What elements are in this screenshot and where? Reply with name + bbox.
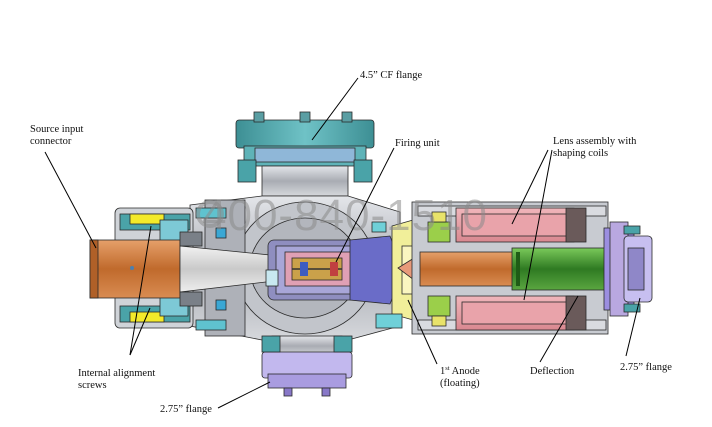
label-first-anode: 1st Anode [440, 365, 480, 377]
label-alignment-line1: Internal alignment [78, 368, 155, 379]
leader-lines [44, 77, 641, 409]
label-alignment-line2: screws [78, 380, 107, 391]
top-cf-flange [235, 111, 375, 197]
label-right-flange: 2.75” flange [620, 362, 672, 373]
label-lens-line1: Lens assembly with [553, 136, 637, 147]
source-input-connector [89, 207, 301, 329]
firing-unit [265, 235, 401, 305]
watermark-text: 400-840-1510 [202, 191, 488, 240]
label-lens-line2: shaping coils [553, 148, 608, 159]
label-cf-flange: 4.5” CF flange [360, 70, 422, 81]
label-bottom-flange: 2.75” flange [160, 404, 212, 415]
label-source-input-line2: connector [30, 136, 72, 147]
lens-deflection-assembly [411, 201, 617, 335]
label-firing-unit: Firing unit [395, 138, 440, 149]
bottom-flange [261, 335, 353, 397]
label-deflection: Deflection [530, 366, 575, 377]
label-first-anode-line2: (floating) [440, 378, 480, 389]
right-flange [603, 221, 653, 317]
fittings [195, 207, 403, 331]
label-source-input-line1: Source input [30, 124, 83, 135]
watermark-phone-icon [196, 200, 224, 228]
